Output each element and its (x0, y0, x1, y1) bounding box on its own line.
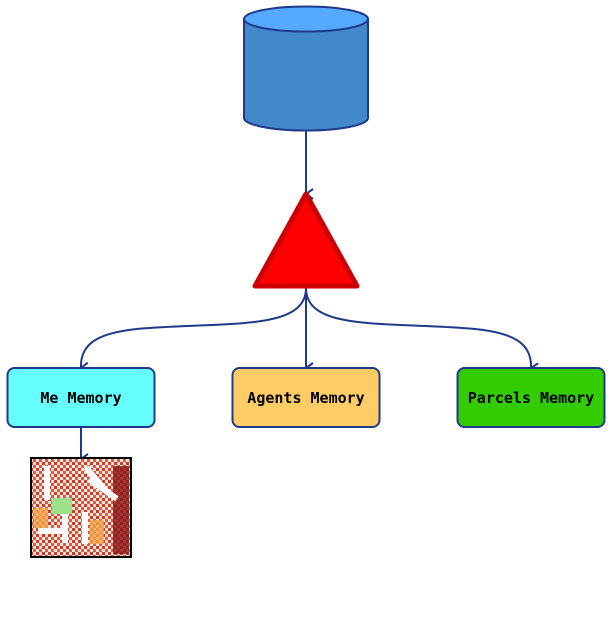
agents-memory-node: Agents Memory (231, 367, 381, 428)
parcels-memory-label: Parcels Memory (468, 389, 594, 407)
parcels-memory-node: Parcels Memory (456, 367, 606, 428)
grid-map-icon (30, 457, 132, 558)
parcels-memory-box (456, 367, 606, 428)
grid-map-border (30, 457, 132, 558)
database-top (243, 5, 369, 33)
database-icon (243, 5, 369, 132)
agents-memory-label: Agents Memory (247, 389, 364, 407)
me-memory-box (6, 367, 156, 428)
grid-map-orange-area-1 (34, 508, 48, 528)
grid-map-path-4 (62, 505, 68, 543)
grid-map-path-3 (87, 476, 119, 502)
me-memory-label: Me Memory (40, 389, 121, 407)
edge-router-to-parcels-memory (305, 287, 539, 375)
me-memory-node: Me Memory (6, 367, 156, 428)
agents-memory-box (231, 367, 381, 428)
grid-map-green-area (52, 498, 72, 514)
edge-router-to-me-memory (79, 287, 307, 374)
triangle-icon (252, 191, 360, 289)
grid-map-path-6 (38, 528, 62, 534)
grid-map-path-5 (82, 512, 88, 544)
edges (79, 130, 539, 465)
grid-map-orange-area-2 (90, 520, 104, 544)
database-body (243, 18, 369, 132)
grid-map-path-1 (44, 466, 50, 500)
grid-map-dark-edge (113, 466, 129, 554)
